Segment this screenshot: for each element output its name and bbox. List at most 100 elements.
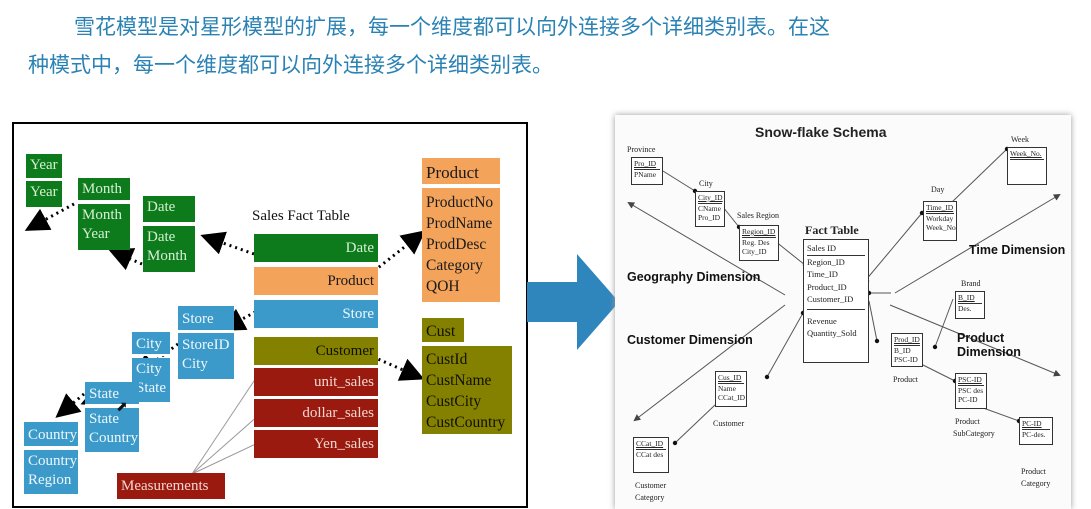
day-field: Week_No — [926, 223, 956, 232]
product-field: B_ID — [894, 346, 911, 355]
city-field: CName — [698, 204, 721, 213]
category-label-1: Product — [1021, 467, 1046, 476]
category-key: PC-ID — [1022, 419, 1050, 430]
fact-to-date-arrow — [200, 231, 255, 256]
city-table-header: City — [132, 332, 170, 356]
subcategory-table: PSC-ID PSC des PC-ID — [955, 373, 987, 409]
customer-category-field: CCat des — [636, 450, 664, 459]
sales-region-key: Region_ID — [742, 227, 776, 238]
month-table-items: Month Year — [78, 204, 130, 250]
customer-category-label-1: Customer — [635, 481, 667, 490]
product-item: Category — [426, 257, 483, 274]
cust-item: CustId — [426, 351, 468, 368]
fact-row-unit-sales: unit_sales — [254, 368, 378, 396]
state-item-country: Country — [89, 430, 139, 446]
day-field: Workday — [926, 214, 954, 223]
date-table-items: Date Month — [143, 226, 195, 272]
fact-measure: Revenue — [807, 315, 837, 326]
sales-region-table: Region_ID Reg. Des City_ID — [739, 225, 779, 261]
fact-fk: Product_ID — [807, 281, 847, 292]
cust-table-items: CustId CustName CustCity CustCountry — [422, 346, 512, 434]
subcategory-key: PSC-ID — [958, 375, 984, 386]
fact-row-dollar-sales: dollar_sales — [254, 399, 378, 427]
fact-row-date: Date — [254, 234, 378, 262]
sales-region-label: Sales Region — [737, 211, 779, 220]
state-table-header: State — [85, 382, 139, 406]
city-key: City_ID — [698, 193, 723, 204]
measurement-line-1 — [191, 371, 261, 475]
fact-fk: Time_ID — [807, 269, 838, 279]
fact-table-label: Fact Table — [805, 223, 859, 237]
product-key: Prod_ID — [894, 335, 920, 346]
subcategory-label-1: Product — [955, 417, 980, 426]
year-table-item: Year — [26, 181, 62, 207]
customer-category-label-2: Category — [635, 493, 665, 502]
city-field: Pro_ID — [698, 213, 721, 222]
customer-dimension-label: Customer Dimension — [627, 333, 753, 347]
star-schema-diagram: Year Year Month Month Year Date Date Mon… — [12, 122, 528, 508]
measurements-label: Measurements — [117, 473, 225, 499]
province-field: PName — [634, 170, 657, 179]
category-table: PC-ID PC-des. — [1019, 417, 1053, 445]
store-table-items: StoreID City — [178, 333, 234, 379]
product-item: ProdDesc — [426, 236, 487, 253]
time-dimension-label: Time Dimension — [969, 243, 1066, 257]
fact-row-store: Store — [254, 300, 378, 328]
date-to-month-arrow — [108, 248, 143, 271]
fact-table: Sales ID Region_ID Time_ID Product_ID Cu… — [803, 239, 869, 363]
product-field: PSC-ID — [894, 355, 918, 364]
state-item-state: State — [89, 411, 119, 427]
customer-field: CCat_ID — [718, 393, 746, 402]
store-table-header: Store — [178, 306, 234, 332]
product-table-items: ProductNo ProdName ProdDesc Category QOH — [422, 188, 500, 302]
week-table: Week_No. — [1007, 147, 1047, 185]
measurement-line-3 — [191, 441, 261, 475]
mouse-cursor-icon: ⬈ — [116, 399, 128, 415]
sales-fact-table-title: Sales Fact Table — [252, 208, 350, 224]
month-to-year-arrow — [24, 202, 75, 231]
fact-row-customer: Customer — [254, 337, 378, 365]
fact-to-cust-arrow — [361, 350, 425, 381]
customer-label: Customer — [713, 419, 745, 428]
cust-item: CustCity — [426, 393, 482, 410]
country-item-country: Country — [28, 453, 78, 469]
state-to-country-arrow — [55, 392, 85, 418]
heading-line-2: 种模式中，每一个维度都可以向外连接多个详细类别表。 — [28, 53, 553, 77]
brand-key: B_ID — [958, 293, 982, 304]
province-table: Pro_ID PName — [631, 157, 663, 185]
city-table: City_ID CName Pro_ID — [695, 191, 725, 227]
date-table-header: Date — [143, 196, 195, 224]
heading-line-1: 雪花模型是对星形模型的扩展，每一个维度都可以向外连接多个详细类别表。在这 — [74, 15, 830, 39]
customer-field: Name — [718, 384, 736, 393]
date-item-month: Month — [147, 248, 188, 264]
geography-dimension-label: Geography Dimension — [627, 270, 761, 284]
product-table: Prod_ID B_ID PSC-ID — [891, 333, 923, 367]
sales-region-field: Reg. Des — [742, 238, 770, 247]
day-table: Time_ID Workday Week_No — [923, 201, 957, 241]
subcategory-field: PC-ID — [958, 395, 978, 404]
product-table-header: Product — [422, 158, 500, 186]
subcategory-label-2: SubCategory — [953, 429, 995, 438]
store-item-city: City — [182, 356, 208, 372]
month-table-header: Month — [78, 178, 130, 202]
customer-key: Cus_ID — [718, 373, 744, 384]
brand-field: Des. — [958, 304, 972, 313]
customer-category-key: CCat_ID — [636, 439, 666, 450]
snowflake-schema-diagram: Snow-flake Schema Province Pro_ID PName … — [615, 115, 1071, 509]
fact-row-yen-sales: Yen_sales — [254, 430, 378, 458]
day-key: Time_ID — [926, 203, 954, 214]
product-label: Product — [893, 375, 918, 384]
fact-fk: Customer_ID — [807, 293, 865, 310]
product-item: QOH — [426, 278, 460, 295]
measurement-line-2 — [191, 413, 261, 475]
category-field: PC-des. — [1022, 430, 1046, 439]
fact-measure: Quantity_Sold — [807, 328, 857, 338]
cust-item: CustName — [426, 372, 492, 389]
cust-table-header: Cust — [422, 318, 464, 344]
brand-label: Brand — [961, 279, 981, 288]
product-item: ProdName — [426, 215, 493, 232]
month-item-month: Month — [82, 207, 123, 223]
date-item-date: Date — [147, 229, 176, 245]
brand-table: B_ID Des. — [955, 291, 985, 319]
cust-item: CustCountry — [426, 414, 506, 431]
